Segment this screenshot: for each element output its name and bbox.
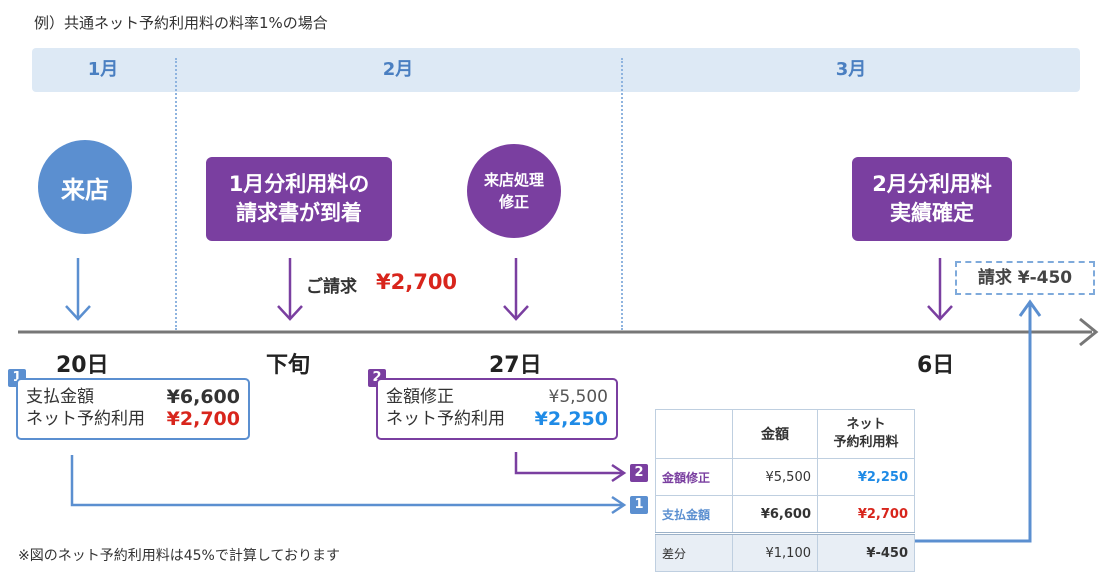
date-20: 20日 xyxy=(56,353,109,378)
correction-line1: 来店処理 xyxy=(483,170,544,189)
table-row-label: 支払金額 xyxy=(655,495,733,534)
invoice-arrival-box: 1月分利用料の請求書が到着 xyxy=(206,157,392,241)
card1-row2-label: ネット予約利用 xyxy=(26,409,145,429)
table-row-label: 差分 xyxy=(655,532,733,572)
visit-down-arrow-icon xyxy=(65,258,91,321)
date-27: 27日 xyxy=(489,353,542,378)
table-row-diff: 差分 ¥1,100 ¥-450 xyxy=(655,532,915,572)
correction-down-arrow-icon xyxy=(503,258,529,321)
table-row-fee: ¥2,250 xyxy=(817,458,915,496)
timeline-arrowhead-icon xyxy=(1079,317,1099,347)
table-badge-2: 2 xyxy=(630,464,648,482)
diff-to-request-arrow-icon xyxy=(912,299,1042,543)
table-row-label: 金額修正 xyxy=(655,458,733,496)
diagram-title: 例）共通ネット予約利用料の料率1%の場合 xyxy=(34,14,328,32)
date-6: 6日 xyxy=(917,353,955,378)
table-header-fee-line1: ネット xyxy=(846,416,886,432)
month-band xyxy=(32,48,1080,92)
table-row: 金額修正 ¥5,500 ¥2,250 xyxy=(655,458,915,496)
month-jan: 1月 xyxy=(87,59,119,80)
table-badge-1: 1 xyxy=(630,496,648,514)
card2-to-table-arrow-icon xyxy=(514,452,627,483)
confirm-line1: 2月分利用料 xyxy=(872,171,992,196)
confirm-line2: 実績確定 xyxy=(890,201,974,225)
card1-row1-label: 支払金額 xyxy=(26,387,94,407)
date-late: 下旬 xyxy=(266,353,311,378)
card2-row1-label: 金額修正 xyxy=(386,387,454,407)
correction-circle: 来店処理修正 xyxy=(467,144,561,238)
card2-row2-label: ネット予約利用 xyxy=(386,409,505,429)
card1-row2-value: ¥2,700 xyxy=(166,408,240,430)
month-divider xyxy=(175,58,177,330)
request-amount: ¥2,700 xyxy=(376,270,458,294)
footnote: ※図のネット予約利用料は45%で計算しております xyxy=(18,548,341,564)
card2-row2-value: ¥2,250 xyxy=(534,408,608,430)
month-divider xyxy=(621,58,623,330)
confirm-box: 2月分利用料実績確定 xyxy=(852,157,1012,241)
card1-to-table-arrow-icon xyxy=(70,455,627,515)
table-row-amount: ¥5,500 xyxy=(732,458,818,496)
card2-row1-value: ¥5,500 xyxy=(548,387,608,407)
table-header-fee-line2: 予約利用料 xyxy=(833,435,899,450)
visit-label: 来店 xyxy=(61,175,109,204)
table-row-amount: ¥1,100 xyxy=(732,532,818,572)
table-header-empty xyxy=(655,409,733,459)
card1-row1-value: ¥6,600 xyxy=(166,386,240,408)
card2: 金額修正 ¥5,500 ネット予約利用 ¥2,250 xyxy=(376,378,618,440)
correction-line2: 修正 xyxy=(498,193,529,211)
visit-circle: 来店 xyxy=(38,140,132,234)
invoice-line2: 請求書が到着 xyxy=(236,201,362,225)
table-header-fee: ネット 予約利用料 xyxy=(817,409,915,459)
request-label: ご請求 xyxy=(306,277,357,297)
month-mar: 3月 xyxy=(835,59,867,80)
comparison-table: 金額 ネット 予約利用料 金額修正 ¥5,500 ¥2,250 支払金額 ¥6,… xyxy=(655,409,915,572)
card1: 支払金額 ¥6,600 ネット予約利用 ¥2,700 xyxy=(16,378,250,440)
final-request-box: 請求 ¥-450 xyxy=(955,261,1095,295)
month-feb: 2月 xyxy=(382,59,414,80)
confirm-down-arrow-icon xyxy=(927,258,953,321)
table-row-amount: ¥6,600 xyxy=(732,495,818,534)
table-header-amount: 金額 xyxy=(732,409,818,459)
table-row: 支払金額 ¥6,600 ¥2,700 xyxy=(655,495,915,534)
invoice-line1: 1月分利用料の xyxy=(228,171,370,196)
table-row-fee: ¥-450 xyxy=(817,532,915,572)
invoice-down-arrow-icon xyxy=(277,258,303,321)
table-row-fee: ¥2,700 xyxy=(817,495,915,534)
table-header-row: 金額 ネット 予約利用料 xyxy=(655,409,915,459)
